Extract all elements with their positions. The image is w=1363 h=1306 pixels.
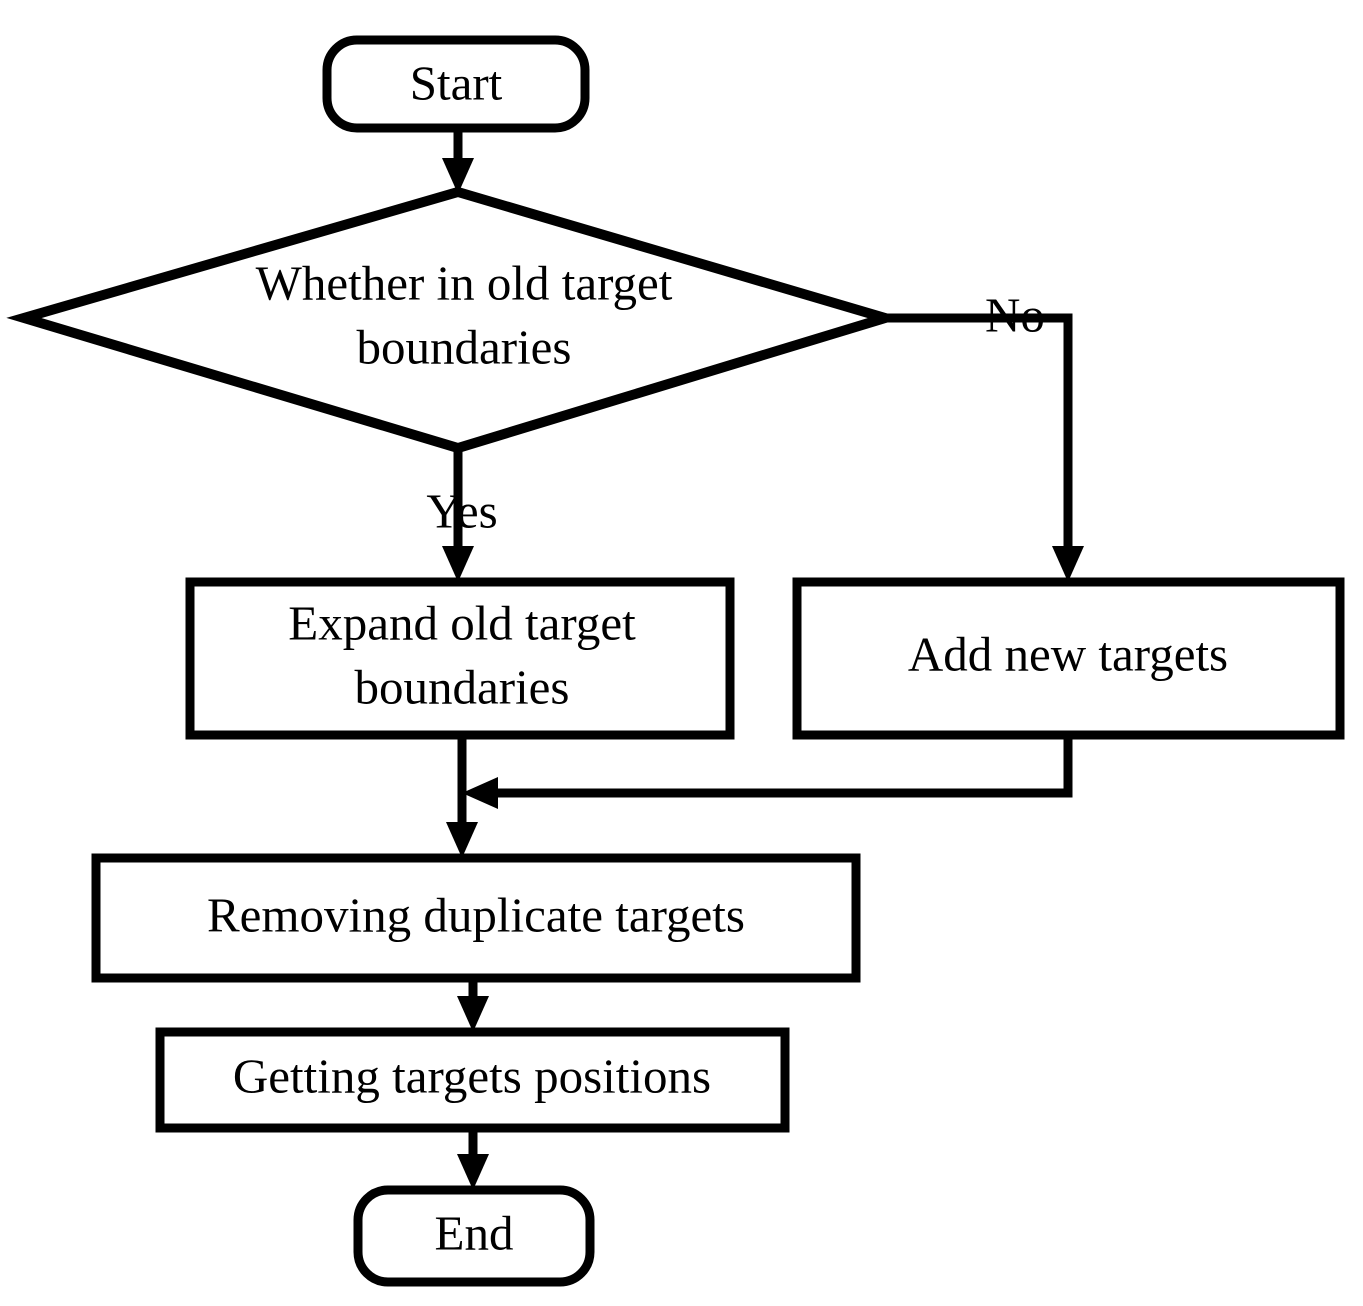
edge-decision-to-expand [442,448,474,582]
node-add-label: Add new targets [908,626,1228,681]
arrow-head-down-icon [457,1154,489,1190]
node-add-shape[interactable] [792,577,1345,740]
node-start-label: Start [410,55,503,110]
edge-getting-to-end [457,1128,489,1190]
node-start-shape[interactable] [322,35,590,133]
edge-line [885,313,1073,558]
node-removing-duplicate-targets[interactable]: Removing duplicate targets [91,853,861,983]
arrow-head-down-icon [442,158,474,194]
edge-label-no: No [985,287,1045,342]
node-decision-shape[interactable] [6,186,903,454]
node-add-new-targets[interactable]: Add new targets [792,577,1345,740]
edge-label-yes: Yes [426,483,497,538]
node-getting-label: Getting targets positions [233,1048,711,1103]
node-getting-targets-positions[interactable]: Getting targets positions [155,1027,790,1133]
node-getting-shape[interactable] [155,1027,790,1133]
node-decision[interactable]: Whether in old target boundaries [6,186,903,454]
node-decision-label-line2: boundaries [357,319,572,374]
edge-remove-to-getting [457,978,489,1032]
node-remove-label: Removing duplicate targets [207,887,745,942]
node-expand-old-target-boundaries[interactable]: Expand old target boundaries [185,577,735,740]
edge-line [486,735,1073,798]
node-remove-shape[interactable] [91,853,861,983]
node-end-shape[interactable] [353,1185,595,1287]
arrow-head-left-icon [462,777,498,809]
edge-add-to-merge [462,735,1073,809]
arrow-head-down-icon [1052,546,1084,582]
node-end[interactable]: End [353,1185,595,1287]
arrow-head-down-icon [442,546,474,582]
node-decision-label-line1: Whether in old target [256,255,673,310]
edge-start-to-decision [442,128,474,194]
node-expand-label-line2: boundaries [355,659,570,714]
node-expand-shape[interactable] [185,577,735,740]
node-end-label: End [435,1205,514,1260]
node-expand-label-line1: Expand old target [288,595,636,650]
edge-decision-to-add [885,313,1084,582]
node-start[interactable]: Start [322,35,590,133]
arrow-head-down-icon [446,822,478,858]
arrow-head-down-icon [457,996,489,1032]
edge-expand-to-remove [446,735,478,858]
